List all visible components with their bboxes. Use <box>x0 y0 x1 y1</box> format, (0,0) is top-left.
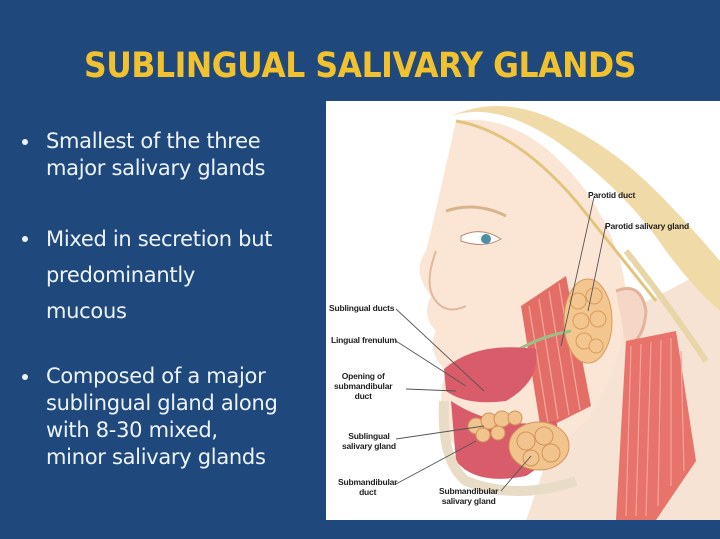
anatomy-illustration: Parotid duct Parotid salivary gland Subl… <box>326 101 720 520</box>
label-parotid-duct: Parotid duct <box>588 190 636 200</box>
label-lingual-frenulum: Lingual frenulum <box>331 335 397 345</box>
label-sublingual-ducts: Sublingual ducts <box>329 303 395 313</box>
bullet-text: sublingual gland along <box>46 391 278 415</box>
label-parotid-gland: Parotid salivary gland <box>605 221 689 231</box>
bullet-item: Mixed in secretion but predominantly muc… <box>16 221 321 329</box>
bullet-text: Mixed in secretion but <box>46 227 273 251</box>
bullet-item: Composed of a major sublingual gland alo… <box>16 363 321 471</box>
bullet-text: mucous <box>46 299 127 323</box>
bullet-item: Smallest of the three major salivary gla… <box>16 128 321 182</box>
bullet-dot-icon <box>22 139 28 145</box>
bullet-dot-icon <box>22 236 28 242</box>
bullet-dot-icon <box>22 374 28 380</box>
label-sublingual-gland: Sublingual salivary gland <box>342 431 396 451</box>
label-opening-submandibular-duct: Opening of submandibular duct <box>334 371 393 401</box>
bullet-text: predominantly <box>46 263 195 287</box>
label-submandibular-duct: Submandibular duct <box>338 477 398 497</box>
slide-title: SUBLINGUAL SALIVARY GLANDS <box>84 46 636 86</box>
label-submandibular-gland: Submandibular salivary gland <box>439 486 499 506</box>
bullet-text: with 8-30 mixed, <box>46 418 218 442</box>
bullet-text: Smallest of the three <box>46 129 261 153</box>
bullet-text: minor salivary glands <box>46 445 266 469</box>
bullet-list: Smallest of the three major salivary gla… <box>16 128 321 471</box>
head-profile-drawing <box>395 106 720 520</box>
bullet-text: Composed of a major <box>46 364 266 388</box>
bullet-text: major salivary glands <box>46 156 266 180</box>
